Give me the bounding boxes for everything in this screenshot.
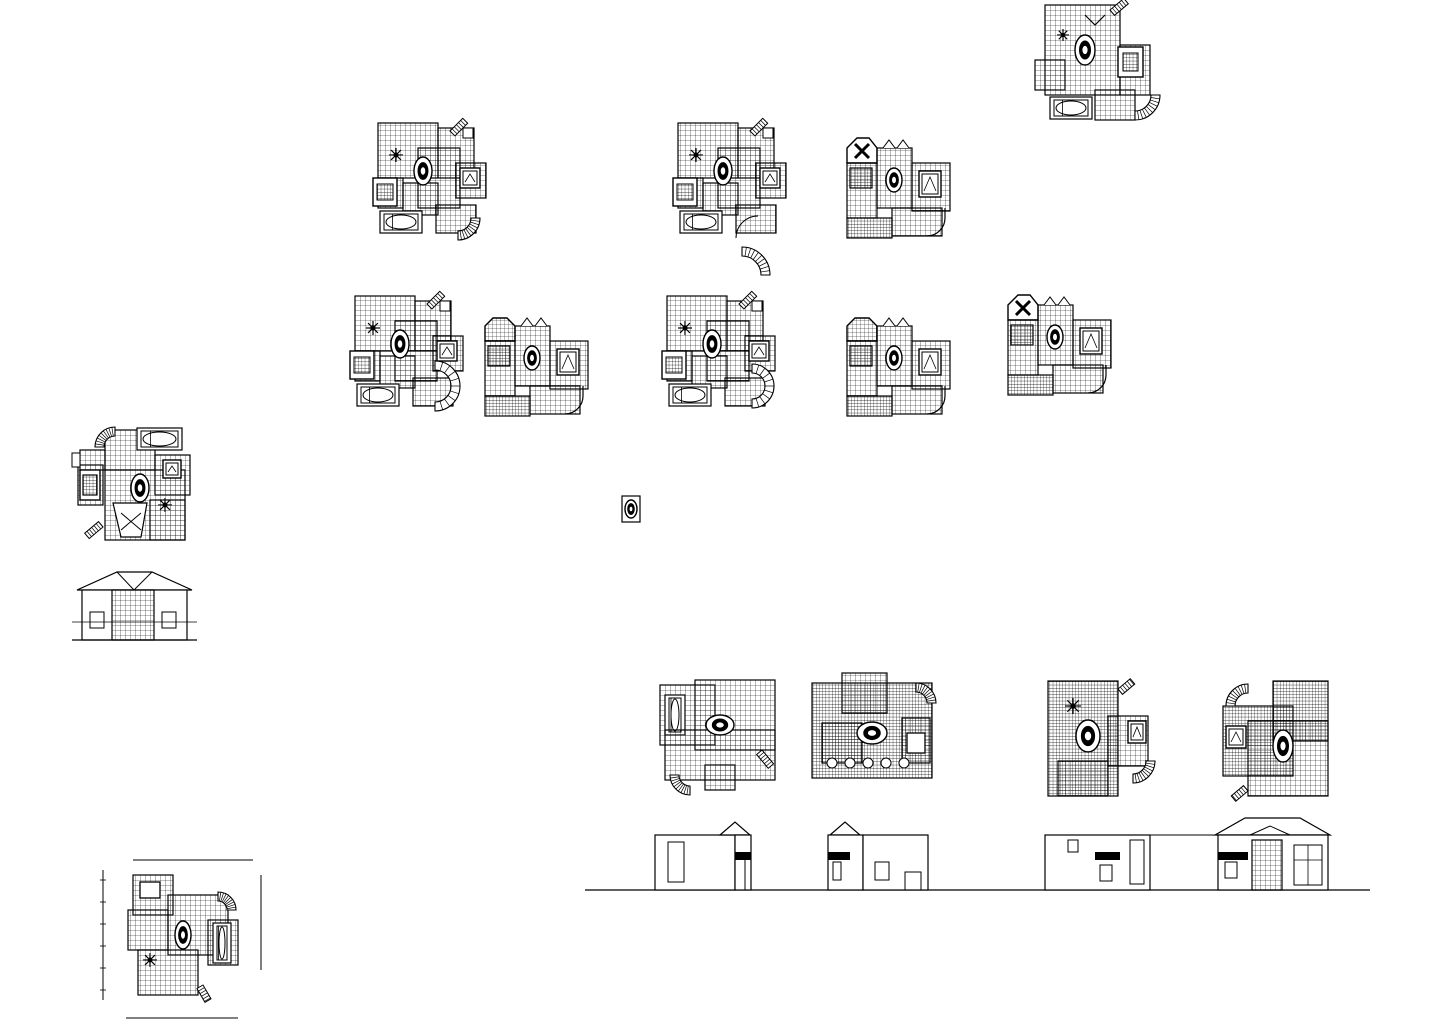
plan-bottom-4 [1222,680,1329,802]
plan-bottom-3 [1047,678,1156,797]
plan-row2-b [484,317,589,417]
plan-row1-b [672,117,787,239]
elevation-4 [1212,817,1333,891]
elevation-3 [1044,834,1220,891]
plan-row2-c [661,290,776,409]
plan-left-lower [100,859,262,1019]
plan-row1-a [372,117,487,241]
small-table-block [621,495,641,523]
plan-top-right [1034,0,1161,121]
plan-bottom-2 [811,672,937,779]
plan-row1-c [846,137,951,239]
elevation-1 [654,821,752,891]
elevation-left [72,571,197,641]
plan-row2-d [846,317,951,417]
plan-row2-a [349,290,464,412]
plan-row2-e [1007,294,1112,396]
plan-bottom-1 [659,679,776,796]
stair-fragment [741,246,771,276]
elevation-2 [827,821,929,891]
plan-left-upper [71,426,191,541]
